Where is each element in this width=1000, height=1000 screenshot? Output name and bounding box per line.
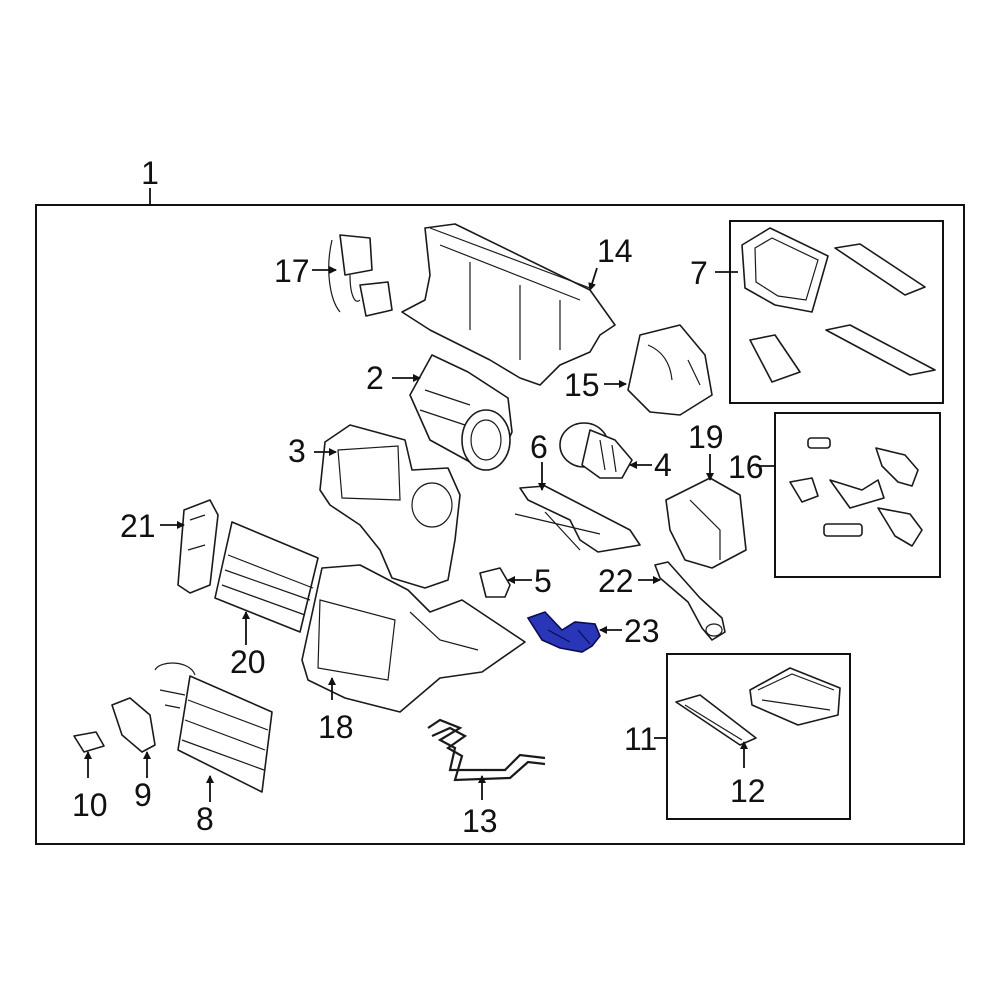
callout-20[interactable]: 20	[230, 644, 266, 680]
subframe-16	[774, 412, 941, 578]
part-6-link[interactable]	[514, 485, 641, 553]
callout-10[interactable]: 10	[72, 787, 108, 823]
subframe-11	[666, 653, 851, 820]
callout-17[interactable]: 17	[274, 253, 310, 289]
part-4-blower-motor[interactable]	[559, 422, 633, 479]
callout-12[interactable]: 12	[730, 773, 766, 809]
callout-16[interactable]: 16	[728, 449, 764, 485]
callout-14[interactable]: 14	[597, 233, 633, 269]
part-7-filters[interactable]	[741, 227, 936, 383]
part-21-seal[interactable]	[177, 499, 219, 594]
callout-11[interactable]: 11	[624, 721, 657, 757]
callout-7[interactable]: 7	[690, 255, 708, 291]
callout-18[interactable]: 18	[318, 709, 354, 745]
callout-23[interactable]: 23	[624, 613, 660, 649]
part-9-bracket[interactable]	[111, 662, 196, 753]
part-14-upper-case[interactable]	[401, 223, 616, 386]
part-19-duct[interactable]	[665, 477, 747, 569]
callout-5[interactable]: 5	[534, 563, 552, 599]
callout-21[interactable]: 21	[120, 508, 156, 544]
callout-4[interactable]: 4	[654, 447, 672, 483]
callout-9[interactable]: 9	[134, 777, 152, 813]
part-20-heater-core[interactable]	[214, 521, 319, 633]
assembly-frame	[35, 204, 965, 845]
callout-19[interactable]: 19	[688, 419, 724, 455]
callout-1[interactable]: 1	[141, 155, 159, 191]
part-3-lower-case[interactable]	[319, 424, 461, 589]
part-16-sensors[interactable]	[789, 437, 923, 547]
part-15-mode-actuator[interactable]	[627, 324, 713, 416]
callout-8[interactable]: 8	[196, 801, 214, 837]
part-13-pipes[interactable]	[427, 718, 546, 782]
callout-2[interactable]: 2	[366, 360, 384, 396]
part-18-case[interactable]	[301, 564, 526, 713]
part-12-filter[interactable]	[675, 694, 757, 746]
callout-15[interactable]: 15	[564, 367, 600, 403]
part-2-blower-housing[interactable]	[409, 354, 513, 471]
callout-6[interactable]: 6	[530, 429, 548, 465]
part-22-tube[interactable]	[654, 561, 726, 641]
part-8-evaporator[interactable]	[177, 675, 273, 793]
part-5-resistor[interactable]	[479, 567, 511, 598]
callout-22[interactable]: 22	[598, 563, 634, 599]
subframe-7	[729, 220, 944, 404]
callout-3[interactable]: 3	[288, 433, 306, 469]
part-10-valve[interactable]	[73, 731, 105, 753]
part-11-filter-set[interactable]	[749, 667, 841, 726]
part-23-highlighted[interactable]	[526, 611, 601, 653]
callout-13[interactable]: 13	[462, 803, 498, 839]
part-17-actuator[interactable]	[328, 234, 393, 317]
